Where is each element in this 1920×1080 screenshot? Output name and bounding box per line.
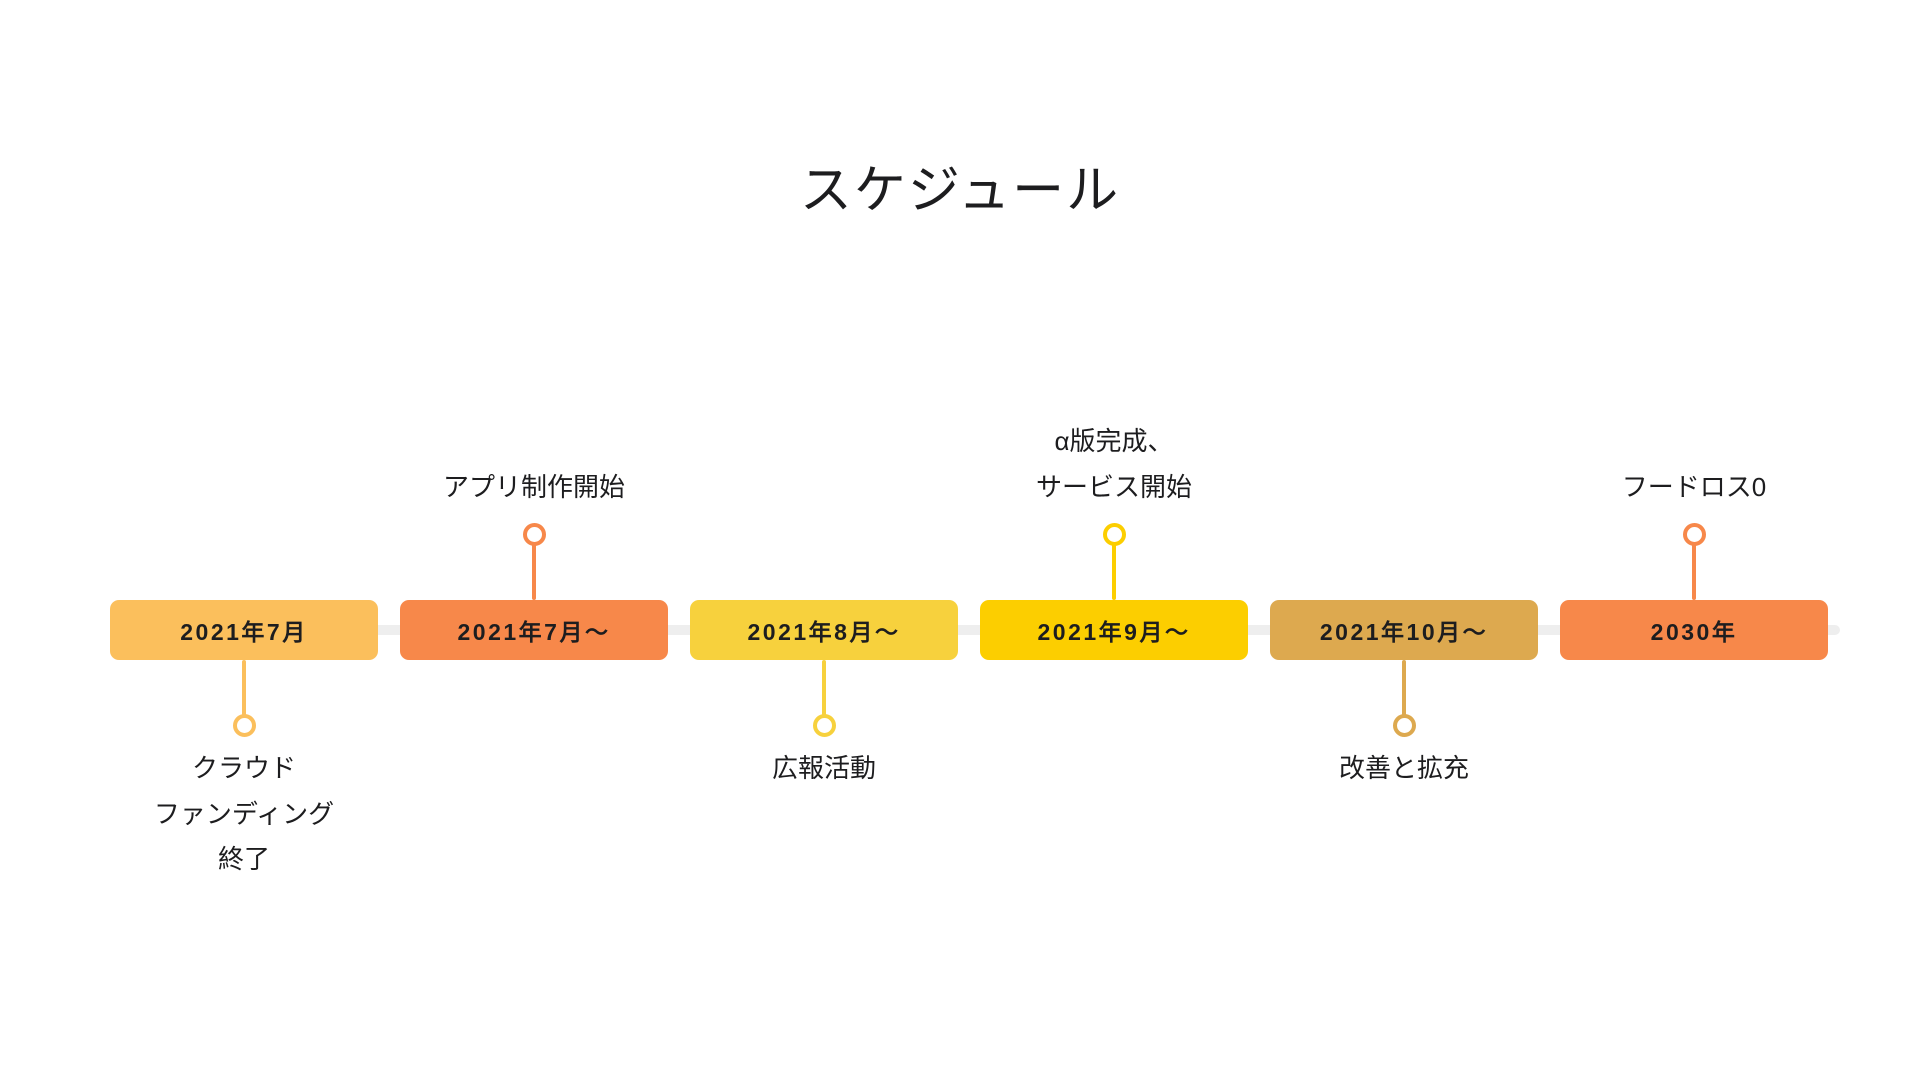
connector-ring-icon <box>1102 523 1126 546</box>
milestone-caption: α版完成、 サービス開始 <box>1035 426 1192 502</box>
connector-stem <box>1402 660 1406 722</box>
milestone-bar-label: 2021年7月〜 <box>457 619 611 645</box>
connector-stem <box>1112 538 1116 600</box>
milestone-caption: フードロス0 <box>1621 471 1767 502</box>
milestone-bar-label: 2021年8月〜 <box>747 619 901 645</box>
milestone-bar[interactable]: 2021年9月〜 <box>980 600 1248 660</box>
timeline-milestone[interactable]: 2021年7月クラウド ファンディング 終了 <box>110 398 378 958</box>
connector-ring-icon <box>232 714 256 737</box>
connector-ring-icon <box>1392 714 1416 737</box>
milestone-caption: クラウド ファンディング 終了 <box>153 753 335 874</box>
connector-ring-icon <box>1682 523 1706 546</box>
milestone-bar-label: 2021年10月〜 <box>1319 619 1489 645</box>
milestone-bar-label: 2021年9月〜 <box>1037 619 1191 645</box>
connector-stem <box>242 660 246 722</box>
connector-stem <box>1692 538 1696 600</box>
milestone-caption: 広報活動 <box>771 753 876 783</box>
milestone-caption: 改善と拡充 <box>1338 753 1469 783</box>
milestone-bar[interactable]: 2021年10月〜 <box>1270 600 1538 660</box>
milestone-bar[interactable]: 2030年 <box>1560 600 1828 660</box>
milestone-bar-label: 2021年7月 <box>180 619 308 645</box>
milestone-bar-label: 2030年 <box>1650 619 1738 645</box>
connector-stem <box>532 538 536 600</box>
timeline-milestone[interactable]: 2030年 フードロス0 <box>1560 398 1828 958</box>
timeline-rail <box>110 625 1840 635</box>
timeline-milestone[interactable]: 2021年9月〜 α版完成、 サービス開始 <box>980 398 1248 958</box>
milestone-bar[interactable]: 2021年8月〜 <box>690 600 958 660</box>
milestone-caption: アプリ制作開始 <box>442 471 625 502</box>
connector-stem <box>822 660 826 722</box>
milestone-bar[interactable]: 2021年7月 <box>110 600 378 660</box>
milestone-bar[interactable]: 2021年7月〜 <box>400 600 668 660</box>
connector-ring-icon <box>812 714 836 737</box>
timeline-milestone[interactable]: 2021年7月〜 アプリ制作開始 <box>400 398 668 958</box>
connector-ring-icon <box>522 523 546 546</box>
page-title: スケジュール <box>799 162 1121 220</box>
